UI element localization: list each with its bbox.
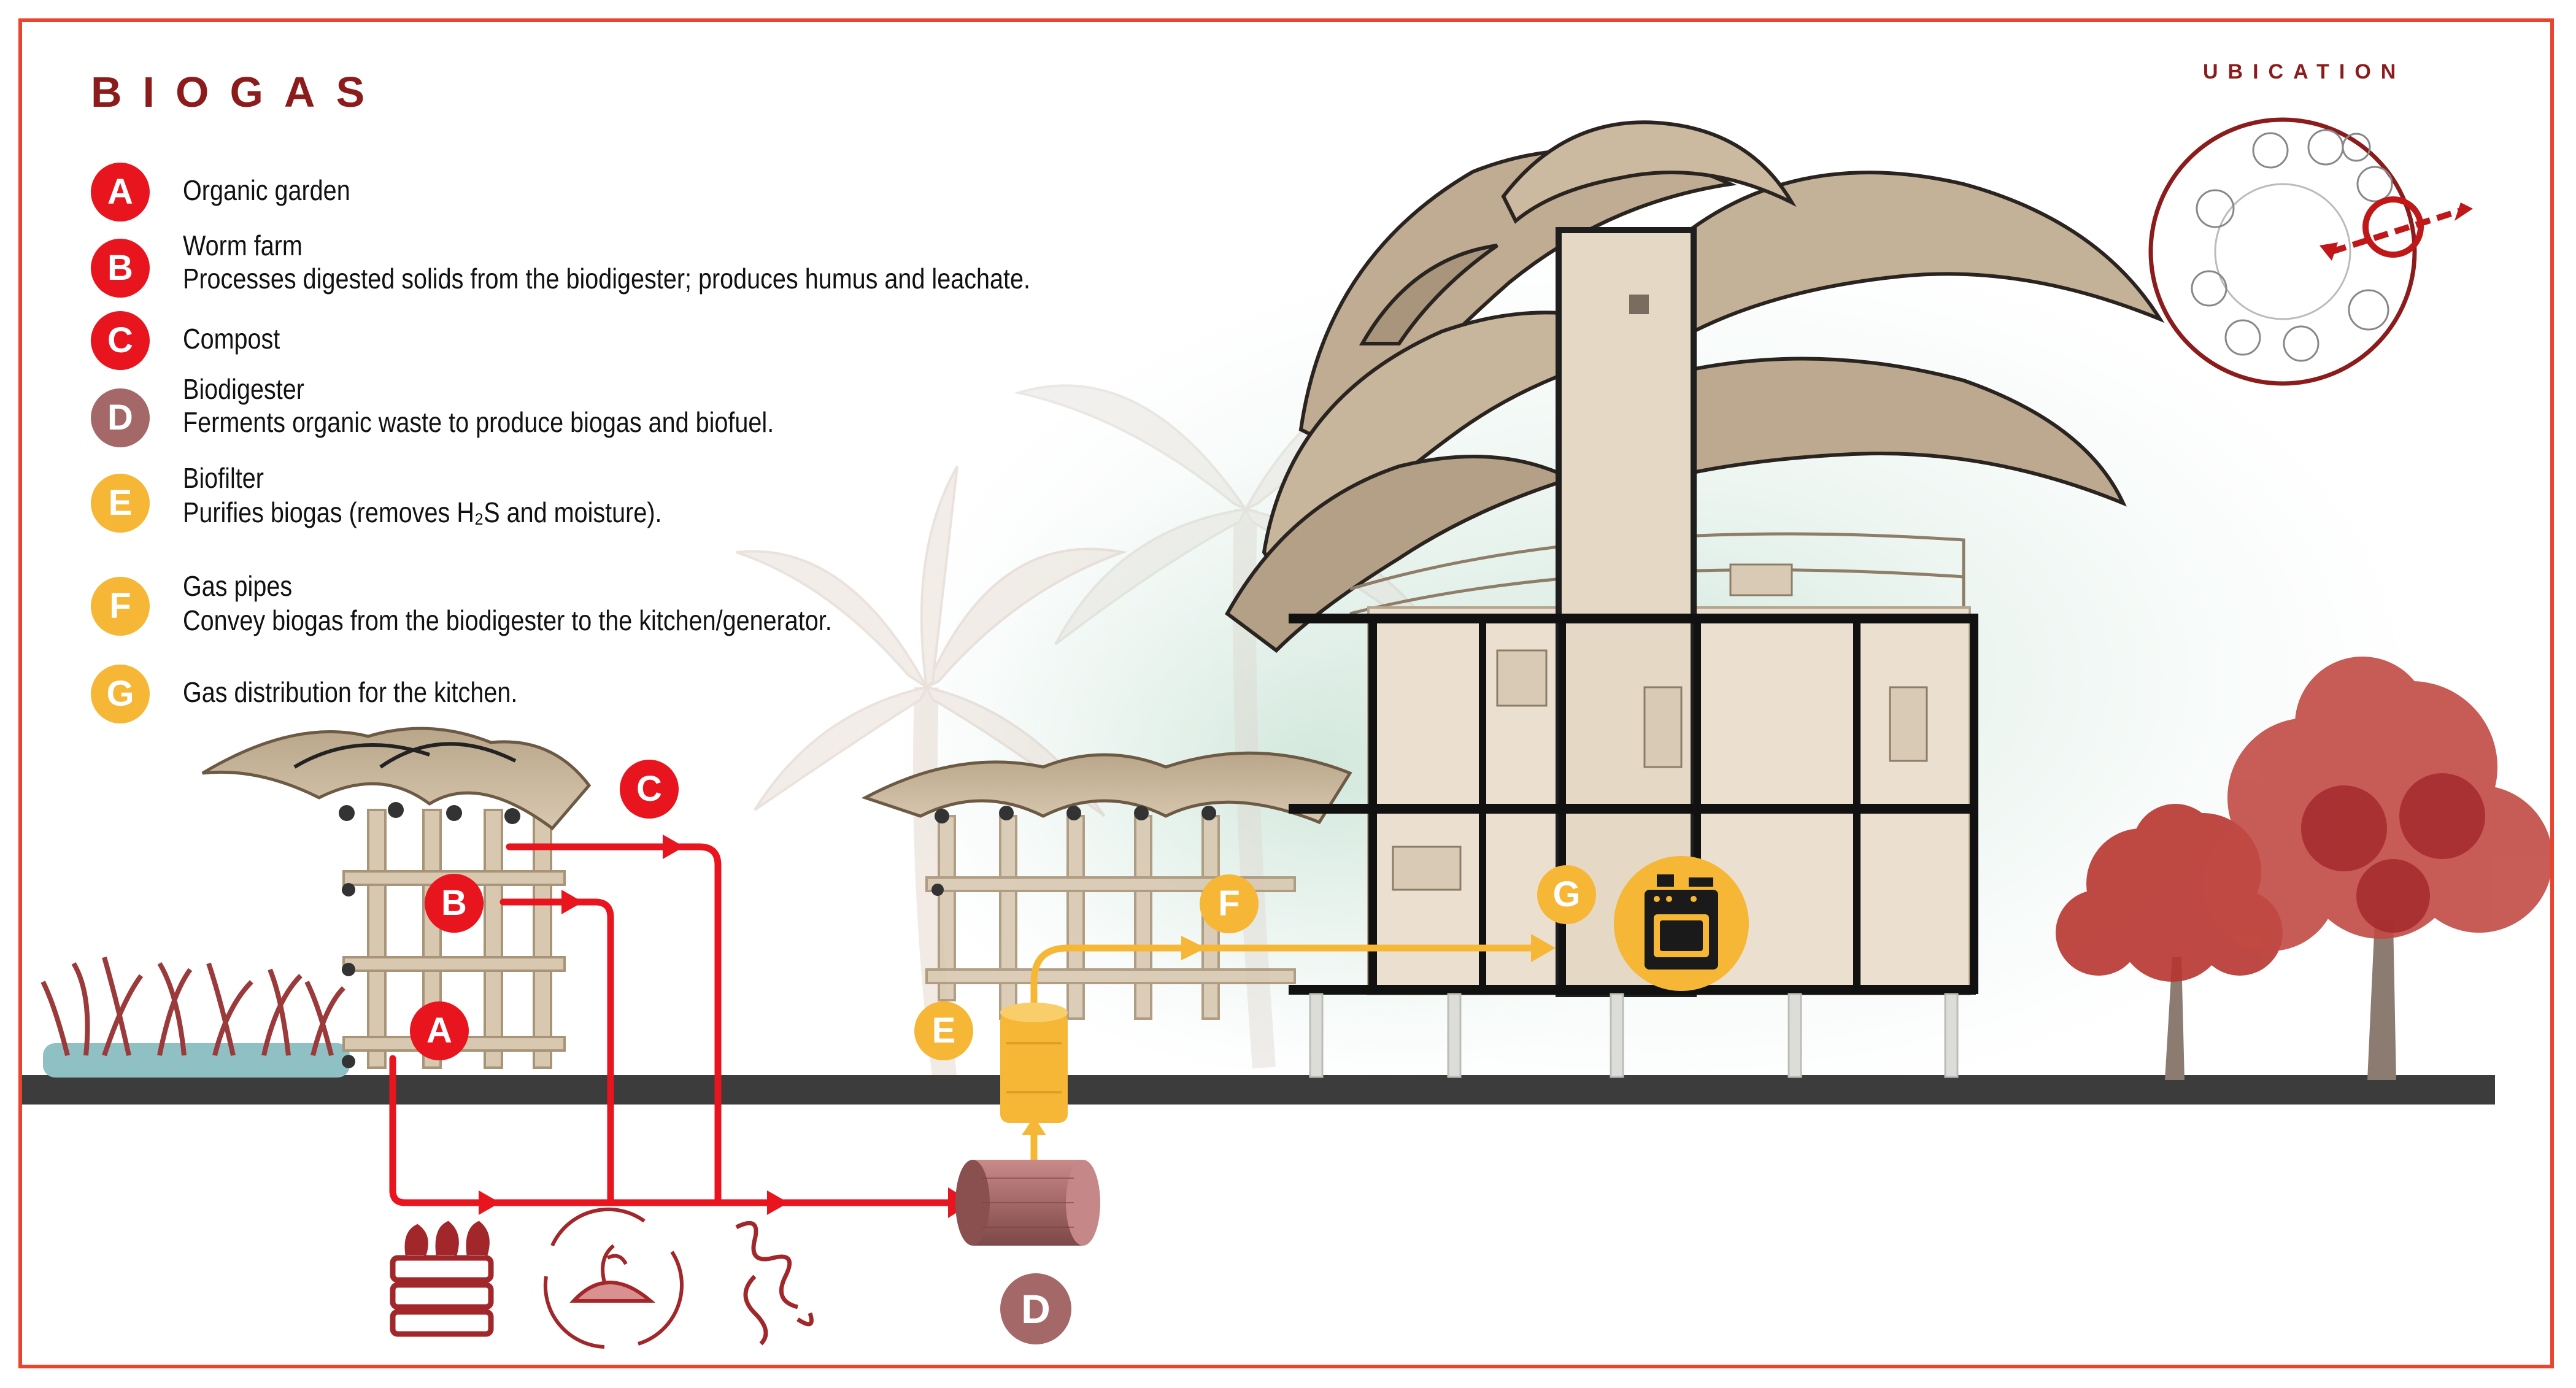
biofilter-tank	[1000, 1003, 1068, 1123]
legend-desc-b: Processes digested solids from the biodi…	[183, 263, 1030, 295]
house-section	[1289, 227, 1978, 1078]
legend-desc-f: Convey biogas from the biodigester to th…	[183, 604, 832, 636]
marker-g: G	[1537, 865, 1596, 924]
legend-desc-e: Purifies biogas (removes H₂S and moistur…	[183, 496, 662, 528]
house-roof	[1225, 120, 2165, 653]
legend-desc-d: Ferments organic waste to produce biogas…	[183, 406, 774, 438]
marker-e: E	[914, 1001, 973, 1060]
red-tree	[2056, 657, 2553, 1080]
ground-line	[22, 1075, 2495, 1105]
organic-flow-lines	[389, 843, 967, 1206]
legend-title-f: Gas pipes	[183, 570, 293, 602]
marker-f: F	[1200, 874, 1259, 933]
legend-title-g: Gas distribution for the kitchen.	[183, 676, 518, 708]
legend-title-e: Biofilter	[183, 462, 264, 494]
location-map-label: UBICATION	[2203, 60, 2406, 83]
garden-crate-icon	[390, 1220, 494, 1337]
location-map	[2148, 117, 2473, 386]
walkway-pergola	[861, 751, 1352, 1020]
compost-cycle-icon	[543, 1207, 684, 1349]
marker-b: B	[425, 874, 484, 933]
legend-title-b: Worm farm	[183, 229, 303, 261]
legend-badge-f: F	[91, 577, 150, 636]
legend-badge-b: B	[91, 239, 150, 298]
garden-pergola	[201, 727, 592, 1069]
legend-badge-c: C	[91, 311, 150, 370]
legend-title-d: Biodigester	[183, 373, 304, 405]
diagram-frame	[18, 18, 2554, 1368]
legend-badge-d: D	[91, 388, 150, 447]
marker-d: D	[1000, 1273, 1071, 1344]
legend-title-a: Organic garden	[183, 174, 350, 206]
marker-c: C	[620, 760, 679, 819]
ornamental-grass	[40, 956, 350, 1078]
legend-badge-a: A	[91, 163, 150, 222]
biodigester-tank	[955, 1160, 1100, 1246]
worm-icon	[735, 1220, 814, 1346]
legend-badge-g: G	[91, 665, 150, 723]
stove-icon	[1614, 856, 1749, 991]
legend-title-c: Compost	[183, 323, 280, 355]
diagram-title: BIOGAS	[91, 68, 386, 116]
legend-badge-e: E	[91, 474, 150, 533]
gas-flow-arrowheads	[1022, 934, 1556, 1135]
marker-a: A	[410, 1001, 469, 1060]
